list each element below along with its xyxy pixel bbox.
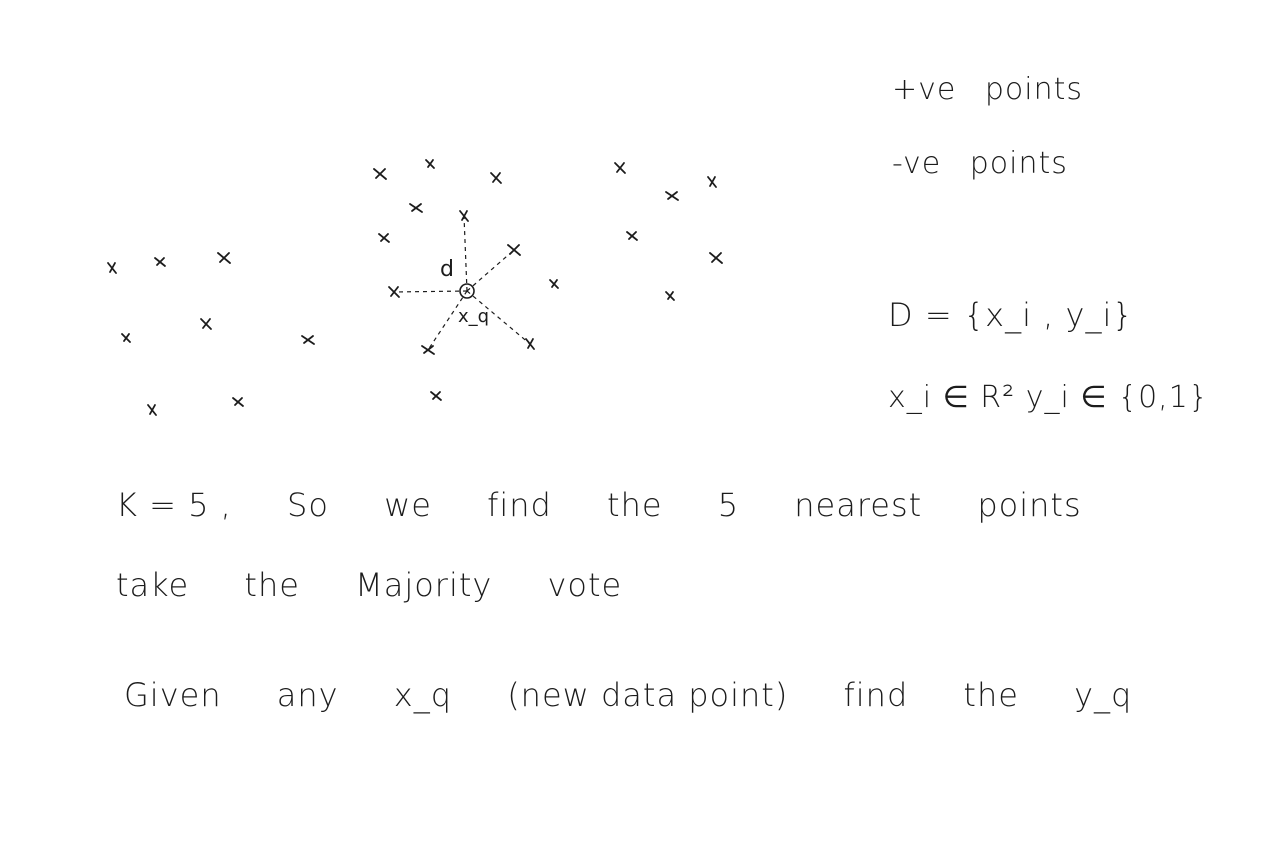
scatter-point-mark — [217, 252, 231, 264]
scatter-point-mark — [121, 333, 131, 343]
note-line-k5: K = 5 , So we find the 5 nearest points — [116, 486, 1126, 524]
scatter-point-mark — [421, 345, 435, 355]
feature-label-domains: x_i ∈ R² y_i ∈ {0,1} — [888, 380, 1209, 415]
scatter-point-mark — [301, 335, 315, 345]
note-word: x_q — [393, 676, 453, 714]
scatter-point-mark — [200, 318, 212, 330]
scatter-point-mark — [107, 262, 117, 274]
scatter-point-mark — [430, 391, 442, 401]
note-word: Given — [124, 676, 222, 714]
note-word: K = 5 , — [116, 486, 232, 524]
query-point-marker — [459, 283, 475, 299]
scatter-point-mark — [373, 168, 387, 180]
scatter-point-mark — [378, 233, 390, 243]
scatter-point-mark — [490, 172, 502, 184]
note-word: 5 — [717, 486, 740, 524]
scatter-point-mark — [665, 291, 675, 301]
scatter-point-mark — [665, 191, 679, 201]
legend-positive-points: +ve points — [892, 72, 1084, 107]
note-word: the — [607, 486, 663, 524]
scatter-point-mark — [425, 159, 435, 169]
neighbor-distance-line — [466, 290, 531, 345]
note-word: nearest — [794, 486, 923, 524]
neighbor-distance-line — [466, 249, 515, 292]
note-word: So — [287, 486, 329, 524]
note-word: vote — [547, 566, 623, 604]
note-word: the — [963, 676, 1019, 714]
note-word: Majority — [355, 566, 493, 604]
scatter-point-mark — [154, 257, 166, 267]
neighbor-distance-line — [393, 290, 468, 293]
note-word: (new data point) — [507, 676, 789, 714]
neighbor-distance-lines — [393, 215, 531, 351]
scatter-point-mark — [232, 397, 244, 407]
note-word: y_q — [1074, 676, 1133, 714]
scatter-point-mark — [707, 176, 717, 188]
note-word: find — [843, 676, 909, 714]
note-word: we — [384, 486, 432, 524]
note-word: find — [487, 486, 552, 524]
scatter-point-mark — [709, 252, 723, 264]
distance-label: d — [440, 257, 454, 282]
scatter-point-mark — [549, 279, 559, 289]
note-word: the — [244, 566, 300, 604]
note-word: take — [116, 566, 190, 604]
legend-negative-points: -ve points — [892, 146, 1068, 181]
neighbor-distance-line — [463, 215, 468, 292]
scatter-point-mark — [147, 404, 157, 416]
scatter-point-mark — [626, 231, 638, 241]
neighbor-distance-line — [427, 290, 468, 351]
note-word: points — [977, 486, 1082, 524]
scatter-point-mark — [409, 203, 423, 213]
scatter-points — [107, 159, 723, 416]
query-point-label: x_q — [458, 306, 489, 327]
dataset-definition: D = {x_i , y_i} — [888, 296, 1134, 334]
scatter-point-mark — [614, 162, 626, 174]
note-line-given: Given any x_q (new data point) find the … — [124, 676, 1176, 714]
note-word: any — [276, 676, 339, 714]
note-line-majority: take the Majority vote — [116, 566, 666, 604]
